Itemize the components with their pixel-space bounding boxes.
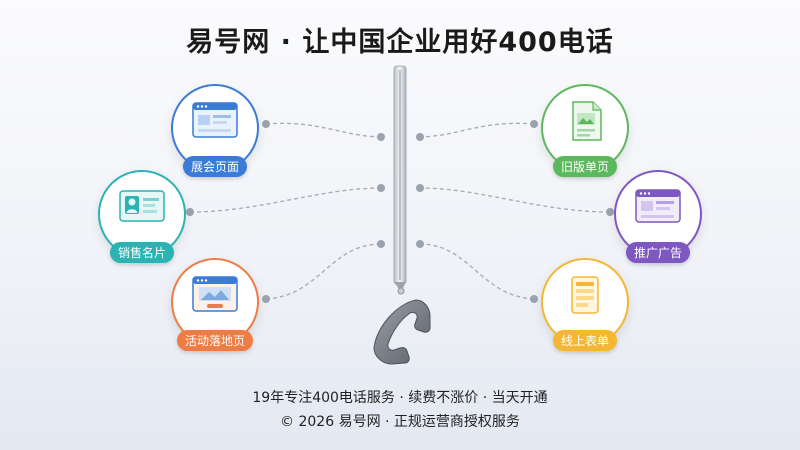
node-expo-page[interactable]: 展会页面: [171, 84, 259, 177]
wire-left-1: [265, 122, 382, 138]
wire-dot: [377, 240, 385, 248]
wire-dot: [262, 120, 270, 128]
landing-page-icon: [191, 275, 239, 315]
wire-right-1: [419, 122, 535, 138]
handset-icon: [373, 299, 431, 365]
form-icon: [561, 275, 609, 315]
wire-dot: [416, 133, 424, 141]
node-label: 活动落地页: [176, 330, 254, 351]
node-promo-ads[interactable]: 推广广告: [614, 170, 702, 263]
wire-right-3: [419, 243, 535, 300]
node-label: 线上表单: [552, 330, 618, 351]
id-card-icon: [118, 187, 166, 227]
wire-dot: [416, 240, 424, 248]
node-sales-card[interactable]: 销售名片: [98, 170, 186, 263]
wire-right-2: [419, 187, 611, 213]
node-online-form[interactable]: 线上表单: [541, 258, 629, 351]
wire-dot: [377, 133, 385, 141]
ad-banner-icon: [634, 187, 682, 227]
node-label: 推广广告: [625, 242, 691, 263]
wire-dot: [530, 295, 538, 303]
wire-dot: [606, 208, 614, 216]
wire-dot: [530, 120, 538, 128]
wire-left-3: [265, 243, 382, 300]
node-old-flyer[interactable]: 旧版单页: [541, 84, 629, 177]
node-campaign-landing[interactable]: 活动落地页: [171, 258, 259, 351]
document-icon: [561, 101, 609, 142]
footer-copyright: © 2026 易号网 · 正规运营商授权服务: [280, 414, 520, 430]
webpage-icon: [191, 101, 239, 141]
wire-dot: [262, 295, 270, 303]
node-label: 销售名片: [109, 242, 175, 263]
wire-left-2: [189, 187, 382, 213]
wire-dot: [377, 184, 385, 192]
cord-joint: [397, 287, 405, 295]
footer-slogan: 19年专注400电话服务 · 续费不涨价 · 当天开通: [252, 390, 548, 406]
page-title: 易号网 · 让中国企业用好400电话: [186, 27, 614, 58]
wire-dot: [416, 184, 424, 192]
wire-dot: [186, 208, 194, 216]
node-label: 旧版单页: [552, 156, 618, 177]
node-label: 展会页面: [182, 156, 248, 177]
